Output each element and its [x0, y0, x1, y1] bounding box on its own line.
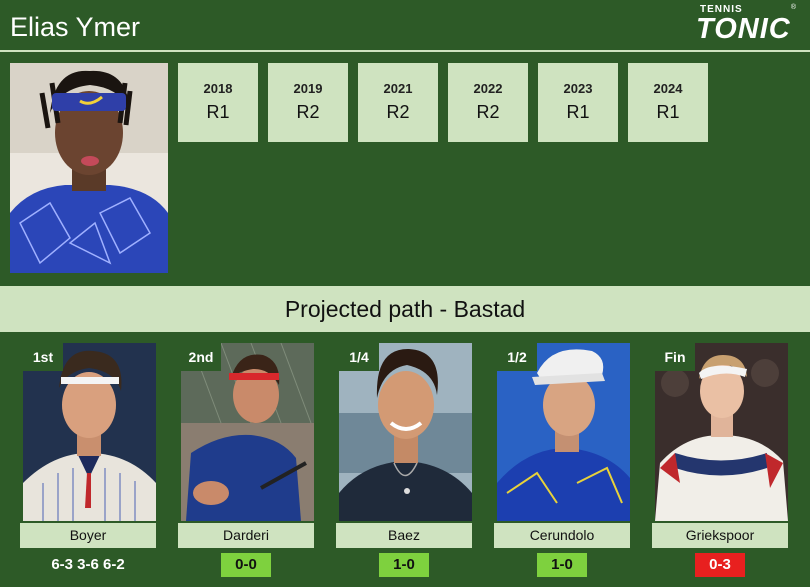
history-2019: 2019 R2: [268, 63, 348, 142]
opponent-portrait-icon: [497, 343, 630, 521]
history-round: R2: [386, 102, 410, 122]
history-2024: 2024 R1: [628, 63, 708, 142]
player-name: Elias Ymer: [10, 12, 141, 42]
history-year: 2019: [293, 81, 323, 96]
opponent-name: Boyer: [20, 523, 156, 548]
registered-mark: ®: [790, 4, 796, 11]
opponent-name: Baez: [336, 523, 472, 548]
h2h-badge: 0-3: [695, 553, 745, 577]
match-score: 6-3 3-6 6-2: [51, 556, 125, 573]
history-2018: 2018 R1: [178, 63, 258, 142]
history-year: 2018: [203, 81, 233, 96]
header-bar: Elias Ymer TENNIS TONIC ®: [0, 0, 810, 52]
player-portrait-icon: [10, 63, 168, 273]
history-round: R1: [566, 102, 590, 122]
h2h-badge: 1-0: [379, 553, 429, 577]
logo-top-text: TENNIS: [700, 4, 743, 15]
opponent-name: Griekspoor: [652, 523, 788, 548]
history-round: R1: [206, 102, 230, 122]
history-year: 2023: [563, 81, 593, 96]
opponent-photo: Fin: [655, 343, 788, 521]
opponent-photo: 1/4: [339, 343, 472, 521]
projected-path-banner: Projected path - Bastad: [0, 286, 810, 332]
history-year: 2022: [473, 81, 503, 96]
h2h-badge: 0-0: [221, 553, 271, 577]
opponent-name: Cerundolo: [494, 523, 630, 548]
round-label: 1/4: [339, 343, 379, 371]
history-year: 2021: [383, 81, 413, 96]
round-label: 2nd: [181, 343, 221, 371]
round-label: Fin: [655, 343, 695, 371]
history-2021: 2021 R2: [358, 63, 438, 142]
history-round: R1: [656, 102, 680, 122]
h2h-badge: 1-0: [537, 553, 587, 577]
opponent-name: Darderi: [178, 523, 314, 548]
opponent-portrait-icon: [181, 343, 314, 521]
logo-main-text: TONIC: [696, 13, 791, 45]
banner-title: Projected path - Bastad: [284, 296, 526, 322]
opponent-photo: 1st: [23, 343, 156, 521]
player-photo: [10, 63, 168, 273]
history-year: 2024: [653, 81, 683, 96]
opponent-photo: 1/2: [497, 343, 630, 521]
history-2022: 2022 R2: [448, 63, 528, 142]
tennis-tonic-logo: TENNIS TONIC ®: [696, 4, 796, 45]
round-label: 1/2: [497, 343, 537, 371]
round-label: 1st: [23, 343, 63, 371]
opponent-portrait-icon: [655, 343, 788, 521]
history-round: R2: [296, 102, 320, 122]
opponent-portrait-icon: [339, 343, 472, 521]
opponent-portrait-icon: [23, 343, 156, 521]
history-round: R2: [476, 102, 500, 122]
history-2023: 2023 R1: [538, 63, 618, 142]
opponent-photo: 2nd: [181, 343, 314, 521]
